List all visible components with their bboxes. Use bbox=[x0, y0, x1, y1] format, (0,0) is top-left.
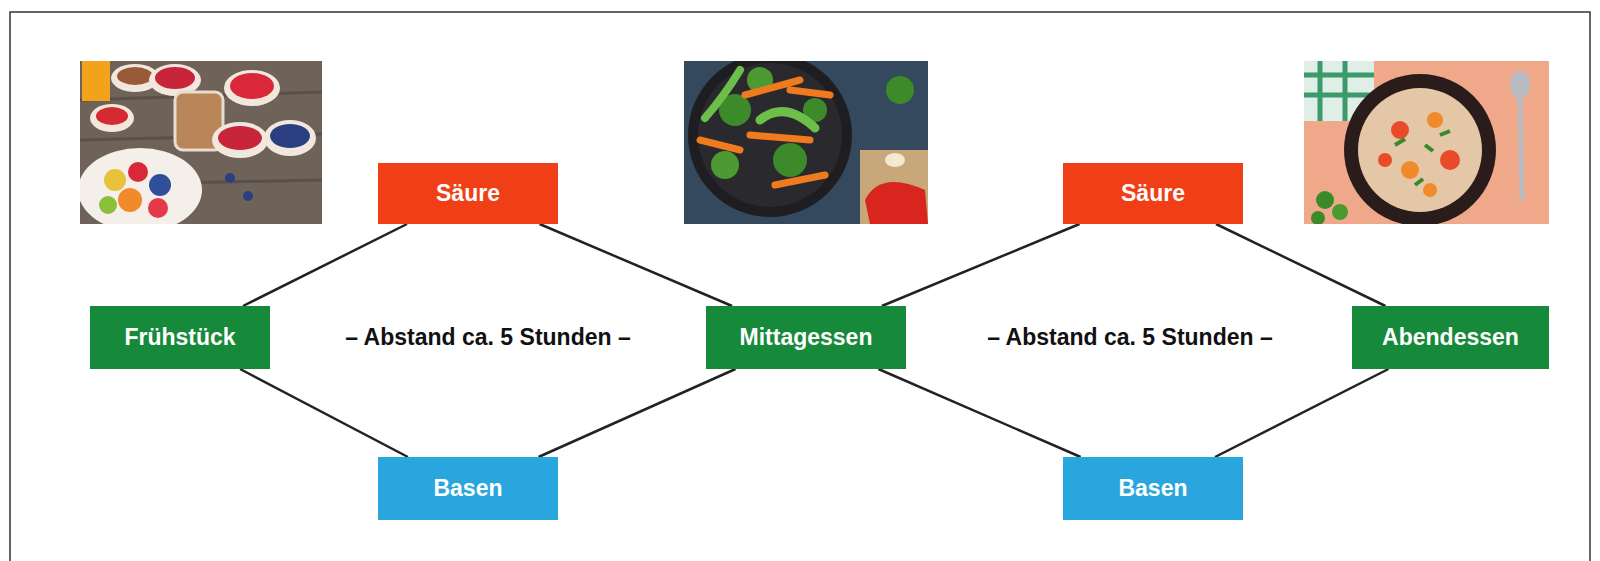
tomato bbox=[1440, 150, 1460, 170]
nuts bbox=[117, 67, 153, 85]
connector-line bbox=[539, 369, 736, 457]
connector-line bbox=[1216, 224, 1385, 306]
blueberries bbox=[270, 124, 310, 148]
fruit-plate bbox=[80, 148, 202, 224]
strawberries bbox=[96, 107, 128, 125]
blueberry bbox=[243, 191, 253, 201]
broccoli bbox=[773, 143, 807, 177]
base-box: Basen bbox=[1063, 457, 1243, 520]
broccoli bbox=[711, 151, 739, 179]
red-pepper bbox=[865, 182, 928, 224]
node-label: Säure bbox=[1121, 180, 1185, 208]
fruit bbox=[148, 198, 168, 218]
breakfast-photo bbox=[80, 61, 322, 224]
bowl bbox=[224, 70, 280, 106]
garlic bbox=[885, 153, 905, 167]
blueberry bbox=[225, 173, 235, 183]
tomato bbox=[1378, 153, 1392, 167]
connector-stroke bbox=[540, 224, 732, 306]
connector-stroke bbox=[240, 369, 408, 457]
soup bbox=[1358, 88, 1482, 212]
bowl bbox=[264, 120, 316, 156]
connector-stroke bbox=[1216, 224, 1385, 306]
carrot bbox=[1427, 112, 1443, 128]
connector-stroke bbox=[878, 369, 1080, 457]
berries bbox=[218, 126, 262, 150]
connector-stroke bbox=[243, 224, 407, 306]
fruit bbox=[99, 196, 117, 214]
broccoli bbox=[886, 76, 914, 104]
spoon-head bbox=[1510, 71, 1530, 99]
soup-bowl bbox=[1344, 74, 1496, 224]
berries bbox=[155, 67, 195, 89]
raspberries bbox=[230, 73, 274, 99]
node-label: Basen bbox=[433, 475, 502, 503]
fruit bbox=[128, 162, 148, 182]
fruit bbox=[104, 169, 126, 191]
meal-box: Mittagessen bbox=[706, 306, 906, 369]
carrot bbox=[1423, 183, 1437, 197]
tomato bbox=[1391, 121, 1409, 139]
node-label: Basen bbox=[1118, 475, 1187, 503]
cutting-board bbox=[860, 150, 928, 224]
acid-box: Säure bbox=[1063, 163, 1243, 224]
connector-line bbox=[882, 224, 1080, 306]
dinner-photo bbox=[1304, 61, 1549, 224]
meal-box: Frühstück bbox=[90, 306, 270, 369]
node-label: Mittagessen bbox=[740, 324, 873, 352]
node-label: Säure bbox=[436, 180, 500, 208]
connector-stroke bbox=[882, 224, 1080, 306]
connector-stroke bbox=[1215, 369, 1388, 457]
page-frame bbox=[10, 12, 1590, 561]
pan-inner bbox=[698, 63, 842, 207]
connector-line bbox=[878, 369, 1080, 457]
bowl bbox=[90, 104, 134, 132]
node-label: Abendessen bbox=[1382, 324, 1519, 352]
connector-line bbox=[540, 224, 732, 306]
parsley bbox=[1311, 211, 1325, 224]
lunch-photo bbox=[684, 61, 928, 224]
parsley bbox=[1332, 204, 1348, 220]
fruit bbox=[149, 174, 171, 196]
fruit bbox=[118, 188, 142, 212]
juice-glass bbox=[82, 61, 110, 101]
pea-pod bbox=[760, 112, 815, 128]
base-box: Basen bbox=[378, 457, 558, 520]
connector-line bbox=[1215, 369, 1388, 457]
connector-stroke bbox=[539, 369, 736, 457]
connector-line bbox=[240, 369, 408, 457]
herbs bbox=[1395, 131, 1450, 185]
parsley bbox=[1316, 191, 1334, 209]
spoon-handle bbox=[1520, 98, 1522, 200]
interval-label: – Abstand ca. 5 Stunden – bbox=[987, 324, 1272, 352]
interval-label: – Abstand ca. 5 Stunden – bbox=[345, 324, 630, 352]
connector-line bbox=[243, 224, 407, 306]
carrot bbox=[1401, 161, 1419, 179]
acid-box: Säure bbox=[378, 163, 558, 224]
meal-box: Abendessen bbox=[1352, 306, 1549, 369]
node-label: Frühstück bbox=[124, 324, 235, 352]
bowl bbox=[212, 122, 268, 158]
pan bbox=[688, 61, 852, 217]
pea-pod bbox=[705, 70, 740, 118]
